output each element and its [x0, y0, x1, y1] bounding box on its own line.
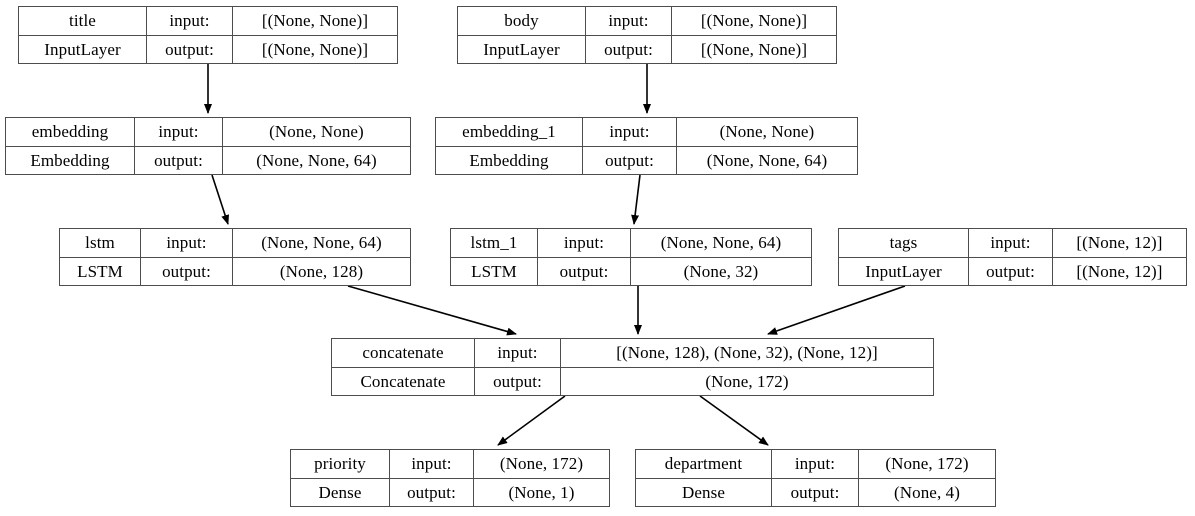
output-label-department: output:	[772, 478, 859, 506]
layer-name-title: title	[19, 7, 147, 35]
layer-class-body: InputLayer	[458, 35, 586, 63]
layer-class-priority: Dense	[291, 478, 390, 506]
output-shape-tags: [(None, 12)]	[1076, 261, 1163, 281]
output-label-title: output:	[147, 35, 233, 63]
input-shape-title: [(None, None)]	[261, 11, 369, 31]
input-shape-department: (None, 172)	[885, 454, 969, 474]
input-shape-concatenate: [(None, 128), (None, 32), (None, 12)]	[616, 343, 878, 363]
output-label-concatenate: output:	[475, 367, 561, 395]
layer-name-embedding_1: embedding_1	[436, 118, 583, 146]
input-label-title: input:	[147, 7, 233, 35]
layer-class-concatenate: Concatenate	[332, 367, 475, 395]
output-label-tags: output:	[969, 257, 1053, 285]
layer-class-department: Dense	[636, 478, 772, 506]
input-label-lstm_1: input:	[538, 229, 631, 257]
layer-name-lstm_1: lstm_1	[451, 229, 538, 257]
output-label-priority: output:	[390, 478, 474, 506]
edge-tags-to-concatenate	[767, 285, 906, 335]
input-shape-priority: (None, 172)	[499, 454, 584, 474]
layer-class-embedding: Embedding	[6, 146, 135, 174]
output-shape-embedding_1: (None, None, 64)	[706, 150, 828, 170]
output-shape-department: (None, 4)	[893, 482, 961, 502]
output-label-body: output:	[586, 35, 672, 63]
edge-concatenate-to-department	[699, 395, 769, 446]
input-shape-embedding: (None, None)	[269, 122, 364, 142]
edge-concatenate-to-priority	[497, 395, 566, 446]
edges	[204, 64, 906, 446]
input-label-body: input:	[586, 7, 672, 35]
input-shape-tags: [(None, 12)]	[1076, 233, 1163, 253]
input-label-concatenate: input:	[475, 339, 561, 367]
layer-class-tags: InputLayer	[839, 257, 969, 285]
input-shape-body: [(None, None)]	[700, 11, 808, 31]
layer-name-embedding: embedding	[6, 118, 135, 146]
layer-name-priority: priority	[291, 450, 390, 478]
input-label-embedding_1: input:	[583, 118, 677, 146]
layer-name-body: body	[458, 7, 586, 35]
output-shape-lstm: (None, 128)	[279, 261, 364, 281]
layer-name-tags: tags	[839, 229, 969, 257]
layer-class-title: InputLayer	[19, 35, 147, 63]
output-label-embedding: output:	[135, 146, 223, 174]
output-shape-concatenate: (None, 172)	[705, 371, 789, 391]
layer-class-lstm: LSTM	[60, 257, 141, 285]
output-shape-title: [(None, None)]	[261, 39, 369, 59]
layer-name-concatenate: concatenate	[332, 339, 475, 367]
layer-class-lstm_1: LSTM	[451, 257, 538, 285]
edge-embedding_1-to-lstm_1	[631, 174, 641, 225]
output-label-lstm_1: output:	[538, 257, 631, 285]
output-shape-body: [(None, None)]	[700, 39, 808, 59]
layer-name-lstm: lstm	[60, 229, 141, 257]
layer-class-embedding_1: Embedding	[436, 146, 583, 174]
input-label-priority: input:	[390, 450, 474, 478]
input-label-department: input:	[772, 450, 859, 478]
input-label-lstm: input:	[141, 229, 233, 257]
output-label-embedding_1: output:	[583, 146, 677, 174]
input-label-tags: input:	[969, 229, 1053, 257]
layer-name-department: department	[636, 450, 772, 478]
edge-embedding-to-lstm	[211, 174, 230, 225]
input-label-embedding: input:	[135, 118, 223, 146]
input-shape-lstm_1: (None, None, 64)	[660, 233, 782, 253]
output-shape-lstm_1: (None, 32)	[683, 261, 759, 281]
input-shape-embedding_1: (None, None)	[719, 122, 815, 142]
input-shape-lstm: (None, None, 64)	[261, 233, 382, 253]
output-shape-embedding: (None, None, 64)	[256, 150, 377, 170]
output-shape-priority: (None, 1)	[508, 482, 575, 502]
output-label-lstm: output:	[141, 257, 233, 285]
edge-lstm-to-concatenate	[347, 285, 517, 336]
